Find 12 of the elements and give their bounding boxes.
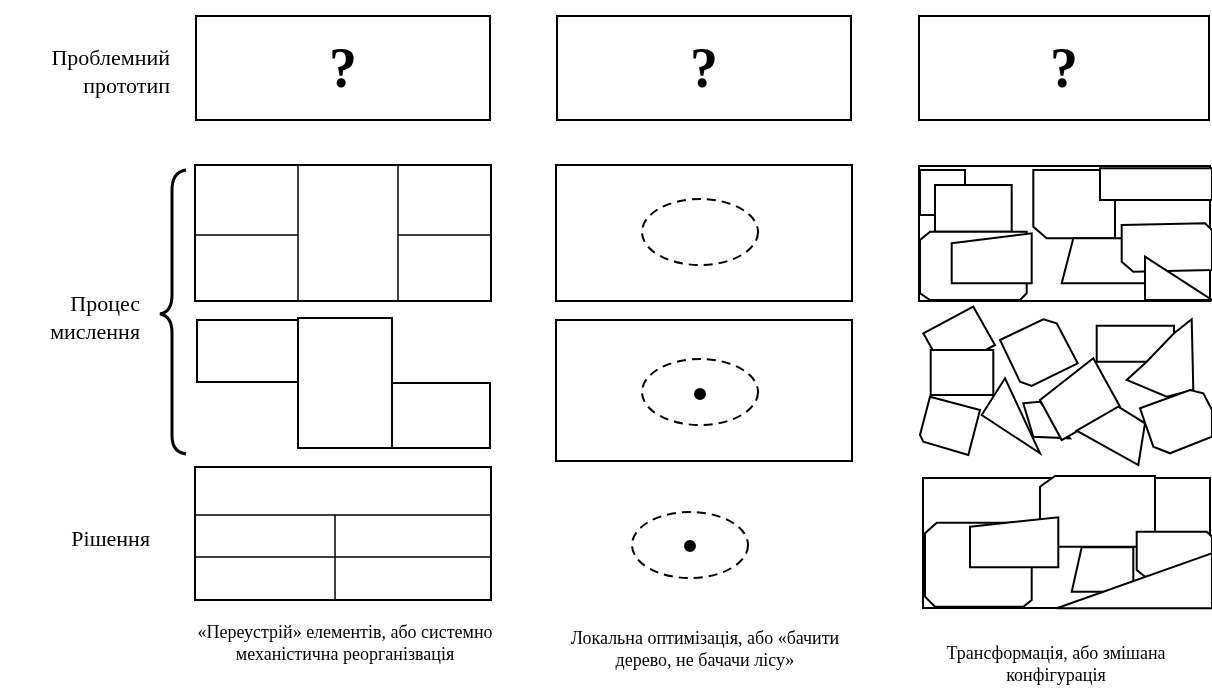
column-caption: «Переустрій» елементів, або системно механістична реорганізвація [196, 622, 494, 666]
question-mark: ? [329, 40, 357, 96]
row-label: Проблемний прототип [50, 44, 170, 99]
question-mark: ? [690, 40, 718, 96]
problem-box [195, 15, 491, 121]
problem-box [918, 15, 1210, 121]
column-caption: Трансформація, або змішана конфігурація [945, 643, 1167, 687]
question-mark: ? [1050, 40, 1078, 96]
row-label: Рішення [70, 525, 150, 553]
row-label: Процес мислення [49, 290, 140, 345]
problem-box [556, 15, 852, 121]
column-caption: Локальна оптимізація, або «бачити дерево, не бачачи лісу» [570, 628, 840, 672]
